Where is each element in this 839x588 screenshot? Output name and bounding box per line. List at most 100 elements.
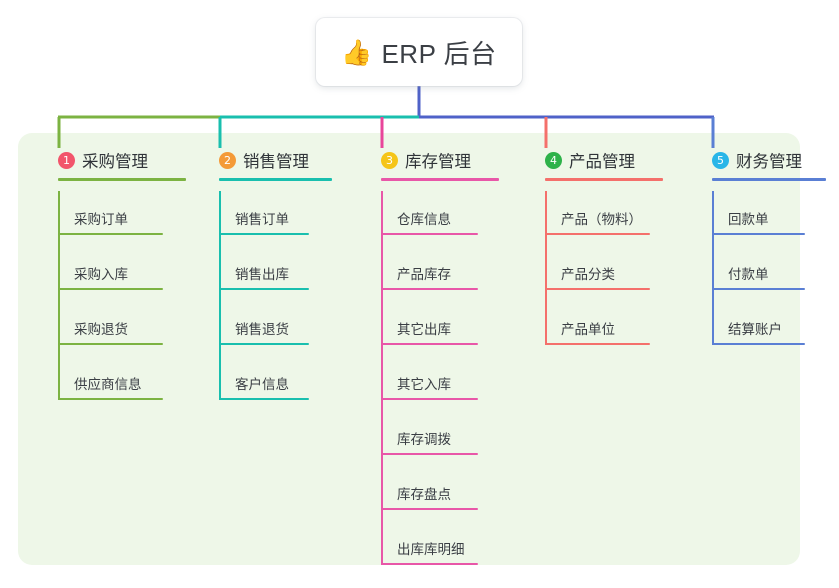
branch-items-4: 产品（物料） 产品分类产品单位 — [525, 191, 650, 356]
branch-item[interactable]: 产品分类 — [525, 246, 650, 301]
branch-item[interactable]: 仓库信息 — [361, 191, 478, 246]
branch-header-4[interactable]: 4 产品管理 — [525, 145, 663, 181]
branch-item[interactable]: 产品库存 — [361, 246, 478, 301]
branch-item-underline — [381, 233, 478, 235]
branch-item-label: 结算账户 — [728, 322, 782, 337]
branch-item[interactable]: 采购退货 — [38, 301, 163, 356]
branch-item-label: 产品库存 — [397, 267, 451, 282]
branch-item-label: 产品单位 — [561, 322, 615, 337]
branch-item[interactable]: 其它出库 — [361, 301, 478, 356]
branch-item-label: 其它入库 — [397, 377, 451, 392]
branch-spine-2 — [219, 191, 221, 400]
branch-badge-3: 3 — [381, 151, 398, 169]
branch-item[interactable]: 库存调拨 — [361, 411, 478, 466]
branch-items-5: 回款单付款单结算账户 — [692, 191, 805, 356]
branch-item-underline — [381, 398, 478, 400]
branch-column-2: 2 销售管理销售订单销售出库销售退货客户信息 — [199, 145, 332, 411]
branch-item-label: 销售出库 — [235, 267, 289, 282]
diagram-panel — [18, 133, 800, 565]
branch-badge-5: 5 — [712, 151, 729, 169]
thumbs-up-icon: 👍 — [341, 37, 373, 67]
branch-item[interactable]: 产品单位 — [525, 301, 650, 356]
branch-item[interactable]: 销售订单 — [199, 191, 309, 246]
branch-item[interactable]: 付款单 — [692, 246, 805, 301]
branch-header-5[interactable]: 5 财务管理 — [692, 145, 826, 181]
branch-item-label: 库存调拨 — [397, 432, 451, 447]
branch-item[interactable]: 结算账户 — [692, 301, 805, 356]
branch-underline-4 — [545, 178, 663, 181]
branch-spine-3 — [381, 191, 383, 565]
branch-item-label: 供应商信息 — [74, 377, 142, 392]
branch-item-underline — [381, 343, 478, 345]
branch-items-2: 销售订单销售出库销售退货客户信息 — [199, 191, 309, 411]
branch-item-label: 采购入库 — [74, 267, 128, 282]
branch-item-underline — [712, 288, 805, 290]
branch-item-underline — [545, 233, 650, 235]
branch-title-4: 产品管理 — [569, 153, 635, 171]
branch-spine-1 — [58, 191, 60, 400]
branch-item[interactable]: 其它入库 — [361, 356, 478, 411]
branch-item-label: 客户信息 — [235, 377, 289, 392]
branch-column-5: 5 财务管理回款单付款单结算账户 — [692, 145, 826, 356]
branch-underline-5 — [712, 178, 826, 181]
branch-header-1[interactable]: 1 采购管理 — [38, 145, 186, 181]
branch-item-underline — [219, 288, 309, 290]
branch-title-5: 财务管理 — [736, 153, 802, 171]
branch-item-label: 库存盘点 — [397, 487, 451, 502]
branch-item-underline — [219, 343, 309, 345]
branch-item-underline — [58, 233, 163, 235]
branch-title-3: 库存管理 — [405, 153, 471, 171]
branch-item[interactable]: 回款单 — [692, 191, 805, 246]
branch-item-label: 销售退货 — [235, 322, 289, 337]
branch-underline-1 — [58, 178, 186, 181]
branch-column-4: 4 产品管理产品（物料） 产品分类产品单位 — [525, 145, 663, 356]
branch-item[interactable]: 客户信息 — [199, 356, 309, 411]
branch-header-2[interactable]: 2 销售管理 — [199, 145, 332, 181]
branch-spine-4 — [545, 191, 547, 345]
branch-item-label: 仓库信息 — [397, 212, 451, 227]
branch-items-1: 采购订单采购入库采购退货供应商信息 — [38, 191, 163, 411]
branch-column-1: 1 采购管理采购订单采购入库采购退货供应商信息 — [38, 145, 186, 411]
branch-badge-1: 1 — [58, 151, 75, 169]
branch-item-label: 付款单 — [728, 267, 769, 282]
branch-item[interactable]: 库存盘点 — [361, 466, 478, 521]
branch-item-underline — [545, 343, 650, 345]
branch-badge-4: 4 — [545, 151, 562, 169]
branch-item-underline — [545, 288, 650, 290]
branch-item-label: 采购退货 — [74, 322, 128, 337]
branch-item-underline — [219, 398, 309, 400]
branch-item-underline — [58, 288, 163, 290]
branch-item[interactable]: 销售出库 — [199, 246, 309, 301]
branch-badge-2: 2 — [219, 151, 236, 169]
branch-item-label: 产品（物料） — [561, 212, 642, 227]
branch-item-underline — [219, 233, 309, 235]
branch-item-underline — [381, 508, 478, 510]
branch-item-label: 回款单 — [728, 212, 769, 227]
branch-item-underline — [381, 453, 478, 455]
branch-item-underline — [381, 563, 478, 565]
branch-underline-2 — [219, 178, 332, 181]
branch-item-underline — [58, 398, 163, 400]
branch-item-label: 出库库明细 — [397, 542, 465, 557]
branch-item-label: 销售订单 — [235, 212, 289, 227]
branch-item-label: 产品分类 — [561, 267, 615, 282]
branch-item-underline — [712, 233, 805, 235]
branch-column-3: 3 库存管理仓库信息产品库存其它出库其它入库库存调拨库存盘点出库库明细 — [361, 145, 499, 576]
branch-title-2: 销售管理 — [243, 153, 309, 171]
branch-spine-5 — [712, 191, 714, 345]
branch-item[interactable]: 产品（物料） — [525, 191, 650, 246]
branch-header-3[interactable]: 3 库存管理 — [361, 145, 499, 181]
branch-item-underline — [381, 288, 478, 290]
branch-item-label: 其它出库 — [397, 322, 451, 337]
branch-item[interactable]: 采购订单 — [38, 191, 163, 246]
branch-item[interactable]: 采购入库 — [38, 246, 163, 301]
branch-item[interactable]: 供应商信息 — [38, 356, 163, 411]
branch-item[interactable]: 出库库明细 — [361, 521, 478, 576]
branch-item[interactable]: 销售退货 — [199, 301, 309, 356]
root-node[interactable]: 👍 ERP 后台 — [316, 18, 522, 86]
branch-title-1: 采购管理 — [82, 153, 148, 171]
root-node-label: ERP 后台 — [381, 38, 497, 69]
branch-items-3: 仓库信息产品库存其它出库其它入库库存调拨库存盘点出库库明细 — [361, 191, 478, 576]
branch-item-underline — [58, 343, 163, 345]
